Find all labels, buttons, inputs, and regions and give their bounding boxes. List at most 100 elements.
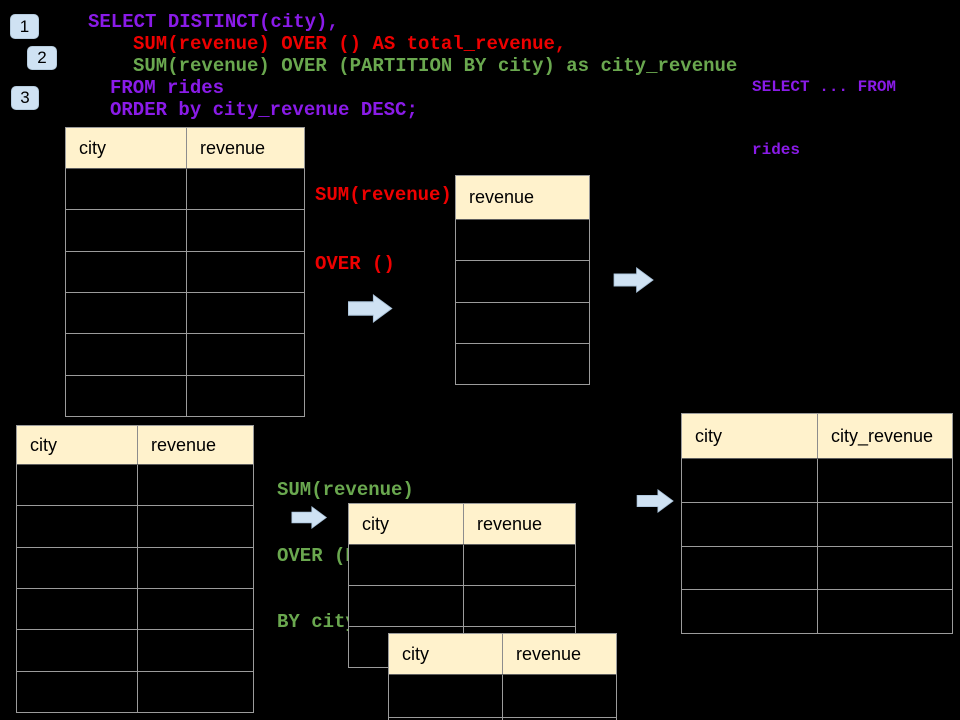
table-body: [456, 220, 589, 384]
table-row: [456, 220, 589, 262]
column-header-revenue: revenue: [477, 514, 543, 534]
table-rides-source-bottom: city revenue: [16, 425, 254, 713]
empty-cell: [66, 251, 187, 292]
step-badge-1: 1: [10, 14, 39, 39]
empty-cell: [66, 169, 187, 210]
column-header-revenue: revenue: [200, 138, 266, 158]
column-header-city: city: [349, 504, 464, 544]
empty-cell: [682, 502, 818, 546]
empty-cell: [818, 547, 952, 590]
empty-cell: [17, 630, 138, 671]
annotation-line: OVER (): [315, 253, 395, 275]
empty-cell: [138, 589, 253, 629]
empty-cell: [682, 459, 818, 502]
table-header-row: city revenue: [349, 504, 575, 545]
empty-cell: [187, 334, 304, 374]
table-row: [66, 169, 304, 211]
empty-cell: [17, 547, 138, 588]
empty-cell: [389, 675, 503, 717]
column-header-city: city: [17, 426, 138, 464]
empty-cell: [682, 546, 818, 590]
table-row: [456, 303, 589, 344]
empty-cell: [17, 588, 138, 630]
table-row: [17, 588, 253, 631]
table-rides-source-top: city revenue: [65, 127, 305, 417]
table-row: [17, 630, 253, 672]
empty-cell: [187, 252, 304, 292]
column-header-city: city: [66, 128, 187, 168]
step-badge-2: 2: [27, 46, 57, 70]
table-header-row: city revenue: [17, 426, 253, 465]
empty-cell: [818, 459, 952, 502]
table-row: [349, 545, 575, 586]
empty-cell: [17, 465, 138, 506]
empty-cell: [349, 586, 464, 626]
column-header-revenue: revenue: [469, 187, 535, 207]
empty-cell: [389, 718, 503, 720]
empty-cell: [66, 292, 187, 334]
table-row: [682, 590, 952, 633]
column-header-city: city: [682, 414, 818, 458]
sql-line-order-by: ORDER by city_revenue DESC;: [110, 99, 418, 121]
table-row: [66, 210, 304, 252]
column-header-revenue: revenue: [516, 644, 582, 664]
table-row: [682, 546, 952, 591]
sql-line-total-revenue: SUM(revenue) OVER () AS total_revenue,: [133, 33, 567, 55]
empty-cell: [456, 220, 589, 260]
empty-cell: [818, 590, 952, 633]
side-note-line: SELECT ... FROM: [752, 78, 897, 96]
empty-cell: [464, 586, 575, 626]
table-header-row: revenue: [456, 176, 589, 220]
table-header-row: city revenue: [66, 128, 304, 169]
empty-cell: [66, 334, 187, 375]
side-note-line: rides: [752, 141, 801, 159]
sql-line-select: SELECT DISTINCT(city),: [88, 11, 339, 33]
arrow-right-icon: [636, 489, 674, 513]
empty-cell: [17, 671, 138, 712]
table-row: [682, 502, 952, 547]
empty-cell: [503, 675, 616, 717]
column-header-revenue: revenue: [151, 435, 217, 455]
table-partition-step-overlay: city revenue: [388, 633, 617, 720]
table-row: [17, 671, 253, 712]
empty-cell: [66, 375, 187, 416]
table-row: [17, 465, 253, 507]
arrow-right-icon: [613, 267, 654, 293]
empty-cell: [187, 169, 304, 209]
table-row: [682, 459, 952, 503]
empty-cell: [66, 210, 187, 251]
table-body: [17, 465, 253, 712]
empty-cell: [17, 506, 138, 547]
table-body: [682, 459, 952, 633]
empty-cell: [187, 293, 304, 333]
empty-cell: [818, 503, 952, 546]
table-row: [66, 292, 304, 335]
empty-cell: [349, 545, 464, 585]
step-badge-3: 3: [11, 86, 39, 110]
table-row: [456, 261, 589, 303]
table-body: [389, 675, 616, 720]
column-header-city: city: [389, 634, 503, 674]
table-body: [66, 169, 304, 416]
table-row: [389, 675, 616, 718]
annotation-line: SUM(revenue): [315, 184, 452, 206]
arrow-right-icon: [291, 506, 328, 529]
annotation-total-revenue: SUM(revenue) OVER (): [315, 138, 452, 322]
empty-cell: [187, 376, 304, 416]
arrow-right-icon: [348, 294, 393, 323]
column-header-city_revenue: city_revenue: [831, 426, 934, 446]
empty-cell: [464, 545, 575, 585]
sql-line-from: FROM rides: [110, 77, 225, 99]
side-note-select-from-rides: SELECT ... FROM rides: [752, 35, 896, 203]
annotation-line: SUM(revenue): [277, 479, 414, 501]
empty-cell: [456, 261, 589, 301]
table-row: [349, 586, 575, 627]
empty-cell: [456, 344, 589, 384]
table-row: [66, 334, 304, 376]
table-row: [66, 251, 304, 293]
empty-cell: [187, 210, 304, 250]
table-row: [17, 547, 253, 589]
table-header-row: city revenue: [389, 634, 616, 675]
table-row: [17, 506, 253, 548]
